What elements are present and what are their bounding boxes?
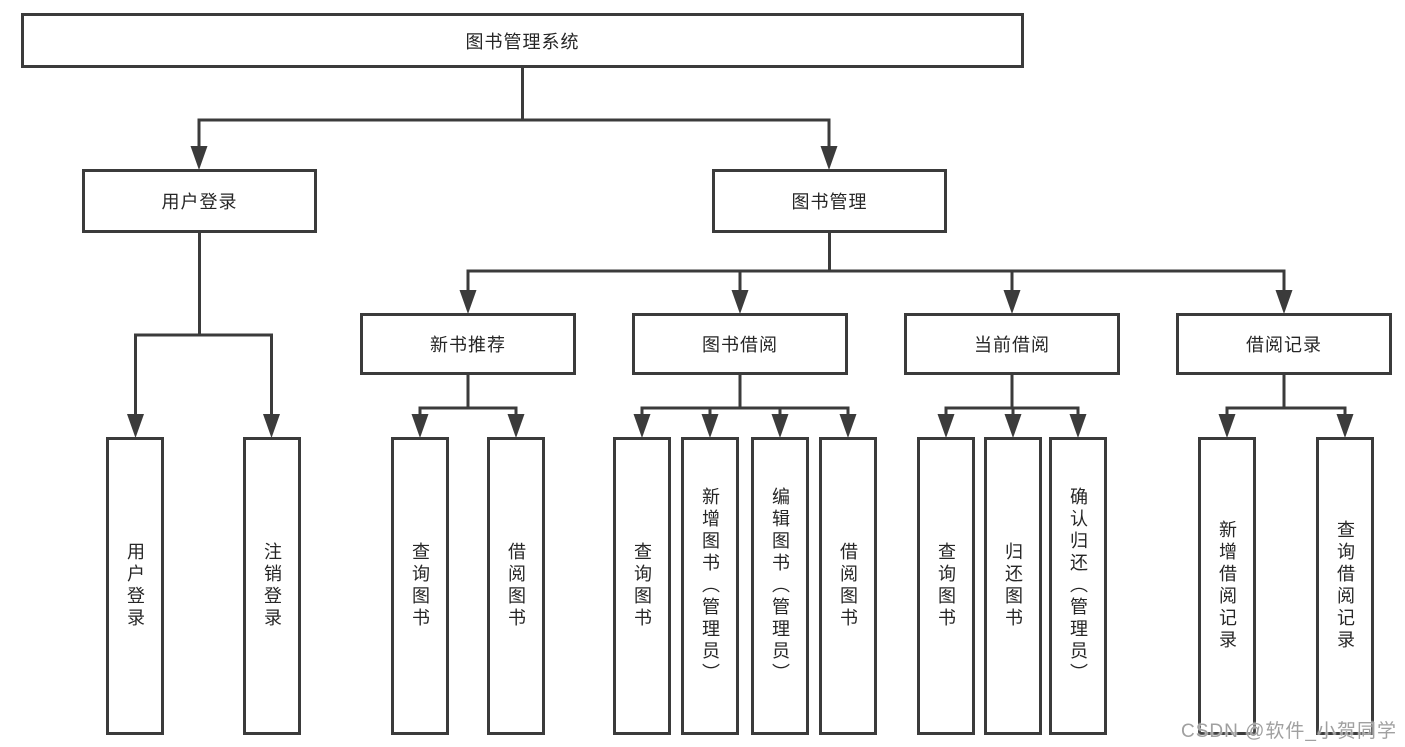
- node-book-borrowing: 图书借阅: [632, 313, 848, 375]
- leaf-query-books-borrow: 查询图书: [613, 437, 671, 735]
- node-current-borrowing: 当前借阅: [904, 313, 1120, 375]
- leaf-borrow-books-recommend: 借阅图书: [487, 437, 545, 735]
- node-new-book-recommendation: 新书推荐: [360, 313, 576, 375]
- node-book-management: 图书管理: [712, 169, 947, 233]
- node-user-login: 用户登录: [82, 169, 317, 233]
- leaf-edit-book-admin: 编辑图书（管理员）: [751, 437, 809, 735]
- leaf-return-book: 归还图书: [984, 437, 1042, 735]
- node-borrowing-records: 借阅记录: [1176, 313, 1392, 375]
- leaf-add-book-admin: 新增图书（管理员）: [681, 437, 739, 735]
- leaf-add-borrow-record: 新增借阅记录: [1198, 437, 1256, 735]
- leaf-logout: 注销登录: [243, 437, 301, 735]
- watermark: CSDN @软件_小贺同学: [1181, 721, 1397, 742]
- leaf-query-books-current: 查询图书: [917, 437, 975, 735]
- leaf-query-books-recommend: 查询图书: [391, 437, 449, 735]
- leaf-query-borrow-record: 查询借阅记录: [1316, 437, 1374, 735]
- leaf-user-login: 用户登录: [106, 437, 164, 735]
- leaf-borrow-books: 借阅图书: [819, 437, 877, 735]
- node-library-management-system: 图书管理系统: [21, 13, 1024, 68]
- leaf-confirm-return-admin: 确认归还（管理员）: [1049, 437, 1107, 735]
